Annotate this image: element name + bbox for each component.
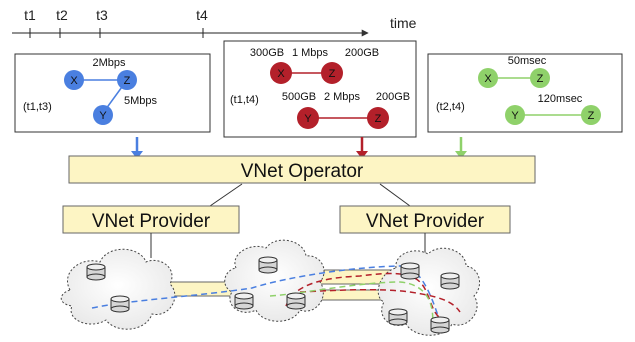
- node-x-label: X: [70, 75, 78, 87]
- link-y-z-dst-size: 200GB: [376, 91, 410, 103]
- request-box-2: X Z Y Z 300GB 1 Mbps 200GB 500GB 2 Mbps …: [223, 40, 417, 138]
- vnet-provider-label-left: VNet Provider: [92, 211, 211, 232]
- node-z-2: [367, 107, 389, 129]
- link-x-z-label: 2Mbps: [92, 57, 126, 69]
- node-z-label: Z: [124, 75, 131, 87]
- router-icon-1: [86, 263, 106, 281]
- node-y: [505, 105, 525, 125]
- router-icon-7: [440, 272, 460, 290]
- node-z-2: [581, 105, 601, 125]
- node-z-2-label: Z: [588, 110, 595, 122]
- request-box-1-frame: [14, 53, 211, 133]
- node-z: [321, 62, 343, 84]
- tick-label-t3: t3: [96, 7, 108, 23]
- router-icon-8: [388, 308, 408, 326]
- tick-label-t2: t2: [56, 7, 68, 23]
- link-z-y-label: 5Mbps: [124, 95, 158, 107]
- interval-label: (t1,t3): [23, 101, 52, 113]
- link-x-z-rate: 1 Mbps: [292, 47, 329, 59]
- node-z-label: Z: [537, 73, 544, 85]
- interval-label: (t2,t4): [436, 101, 465, 113]
- node-z: [530, 68, 550, 88]
- tick-label-t4: t4: [196, 7, 208, 23]
- router-icon-9: [430, 316, 450, 334]
- link-x-z-dst-size: 200GB: [345, 47, 379, 59]
- node-y: [297, 107, 319, 129]
- network-cloud-left: [60, 248, 176, 330]
- request-box-1: X Z Y 2Mbps 5Mbps (t1,t3): [14, 53, 211, 133]
- operator-provider-link-right: [379, 183, 411, 207]
- network-layer: [60, 239, 481, 336]
- node-x: [270, 62, 292, 84]
- request-box-3: X Z Y Z 50msec 120msec (t2,t4): [427, 53, 623, 133]
- vnet-operator-box: [68, 155, 536, 184]
- node-x-label: X: [484, 73, 492, 85]
- link-y-z-label: 120msec: [538, 93, 583, 105]
- arrow-red-head: [356, 151, 368, 159]
- router-icon-5: [286, 292, 306, 310]
- node-y-label: Y: [511, 110, 519, 122]
- virtual-path-red-b: [299, 288, 461, 313]
- node-z-label: Z: [329, 68, 336, 80]
- link-y-z-src-size: 500GB: [282, 91, 316, 103]
- request-arrows: [131, 137, 467, 159]
- time-axis-label: time: [390, 15, 417, 31]
- link-x-z-label: 50msec: [508, 55, 547, 67]
- arrow-green-head: [455, 151, 467, 159]
- router-icon-4: [234, 292, 254, 310]
- interval-label: (t1,t4): [230, 94, 259, 106]
- node-z: [117, 70, 137, 90]
- router-icon-6: [400, 262, 420, 280]
- timeline: t1 t2 t3 t4 time: [12, 7, 417, 38]
- virtual-path-green: [269, 281, 434, 331]
- router-icon-2: [110, 295, 130, 313]
- tick-label-t1: t1: [24, 7, 36, 23]
- node-y: [93, 105, 113, 125]
- vnet-provider-label-right: VNet Provider: [366, 211, 485, 232]
- router-icon-3: [258, 256, 278, 274]
- arrow-blue-head: [131, 151, 143, 159]
- node-x-label: X: [277, 68, 285, 80]
- operator-provider-link-left: [209, 183, 243, 207]
- link-y-z-rate: 2 Mbps: [324, 91, 361, 103]
- link-x-z-src-size: 300GB: [250, 47, 284, 59]
- node-x: [478, 68, 498, 88]
- node-y-label: Y: [99, 110, 107, 122]
- vnet-provider-box-left: [62, 205, 240, 234]
- node-x: [64, 70, 84, 90]
- vnet-provider-box-right: [339, 205, 511, 234]
- virtual-path-red-a: [285, 272, 441, 319]
- node-z-2-label: Z: [375, 113, 382, 125]
- operator-layer: VNet Operator VNet Provider VNet Provide…: [62, 155, 536, 260]
- vnet-operator-label: VNet Operator: [241, 161, 364, 182]
- node-y-label: Y: [304, 113, 312, 125]
